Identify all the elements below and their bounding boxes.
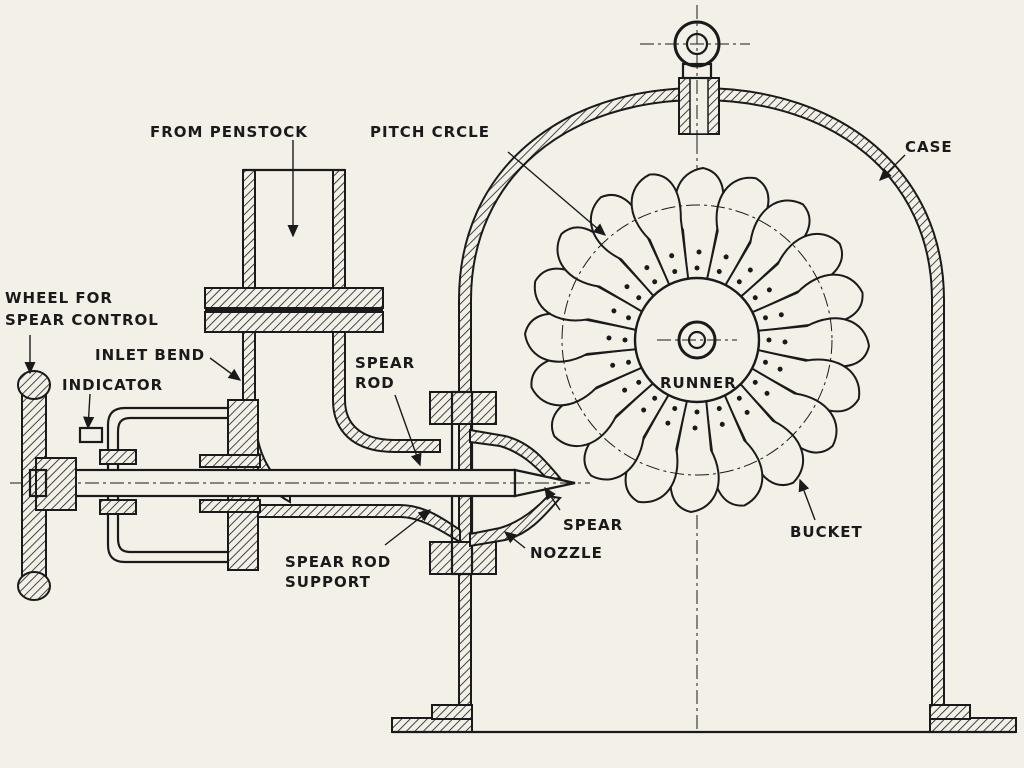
bucket-ring	[523, 166, 871, 514]
label-spear-rod-line1: SPEAR	[355, 354, 415, 372]
labels: FROM PENSTOCK PITCH CRCLE CASE WHEEL FOR…	[5, 123, 953, 591]
spear-rod	[10, 468, 590, 498]
label-inlet-bend: INLET BEND	[95, 346, 205, 364]
label-from-penstock: FROM PENSTOCK	[150, 123, 308, 141]
label-bucket: BUCKET	[790, 523, 863, 541]
label-nozzle: NOZZLE	[530, 544, 603, 562]
leader-lines	[24, 151, 906, 549]
label-case: CASE	[905, 138, 953, 156]
label-wheel-line1: WHEEL FOR	[5, 289, 113, 307]
label-pitch-circle: PITCH CRCLE	[370, 123, 490, 141]
spear-control-wheel[interactable]	[17, 370, 77, 601]
runner-disc	[633, 276, 761, 404]
label-spear-rod-line2: ROD	[355, 374, 395, 392]
pitch-circle	[561, 204, 833, 476]
label-indicator: INDICATOR	[62, 376, 163, 394]
runner	[523, 166, 871, 514]
inlet-bend	[78, 168, 562, 576]
label-spear-rod-support-line2: SUPPORT	[285, 573, 371, 591]
label-wheel-line2: SPEAR CONTROL	[5, 311, 159, 329]
label-spear-rod-support-line1: SPEAR ROD	[285, 553, 391, 571]
label-spear: SPEAR	[563, 516, 623, 534]
casing	[391, 5, 1017, 734]
label-runner: RUNNER	[660, 374, 737, 392]
